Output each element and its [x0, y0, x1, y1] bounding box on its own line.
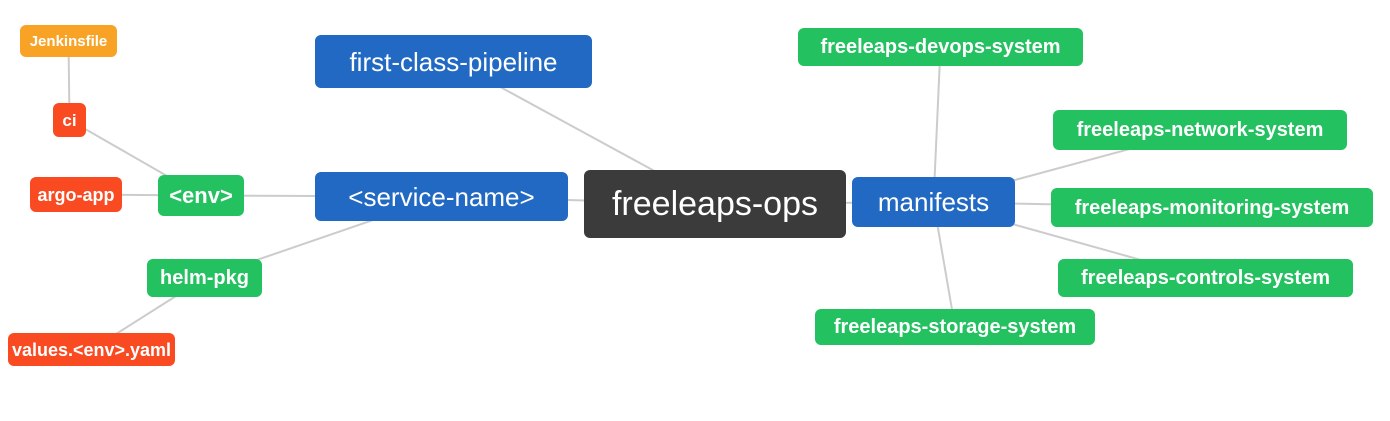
node-label: ci	[62, 110, 77, 130]
mindmap-node-manifests[interactable]: manifests	[852, 177, 1015, 227]
mindmap-node-service-name[interactable]: <service-name>	[315, 172, 568, 221]
mindmap-node-monitoring-system[interactable]: freeleaps-monitoring-system	[1051, 188, 1373, 227]
node-label: argo-app	[37, 184, 115, 205]
mindmap-node-first-class-pipeline[interactable]: first-class-pipeline	[315, 35, 592, 88]
node-label: freeleaps-monitoring-system	[1074, 196, 1350, 219]
mindmap-node-values-env-yaml[interactable]: values.<env>.yaml	[8, 333, 175, 366]
node-label: <service-name>	[348, 181, 535, 212]
mindmap-node-helm-pkg[interactable]: helm-pkg	[147, 259, 262, 297]
mindmap-node-ci[interactable]: ci	[53, 103, 86, 137]
mindmap-node-env[interactable]: <env>	[158, 175, 244, 216]
node-label: freeleaps-network-system	[1076, 119, 1324, 141]
node-label: freeleaps-storage-system	[833, 316, 1077, 338]
mindmap-node-controls-system[interactable]: freeleaps-controls-system	[1058, 259, 1353, 297]
node-label: manifests	[877, 187, 990, 217]
mindmap-node-argo-app[interactable]: argo-app	[30, 177, 122, 212]
node-label: helm-pkg	[160, 267, 249, 289]
mindmap-node-root[interactable]: freeleaps-ops	[584, 170, 846, 238]
mindmap-node-storage-system[interactable]: freeleaps-storage-system	[815, 309, 1095, 345]
mindmap-node-devops-system[interactable]: freeleaps-devops-system	[798, 28, 1083, 66]
node-label: freeleaps-controls-system	[1081, 267, 1330, 289]
mindmap-node-network-system[interactable]: freeleaps-network-system	[1053, 110, 1347, 150]
node-label: freeleaps-ops	[611, 185, 818, 223]
node-label: freeleaps-devops-system	[820, 36, 1061, 58]
node-label: Jenkinsfile	[29, 32, 108, 50]
node-label: values.<env>.yaml	[11, 339, 172, 360]
mindmap-node-jenkinsfile[interactable]: Jenkinsfile	[20, 25, 117, 57]
node-label: first-class-pipeline	[349, 46, 558, 77]
node-label: <env>	[169, 182, 233, 208]
